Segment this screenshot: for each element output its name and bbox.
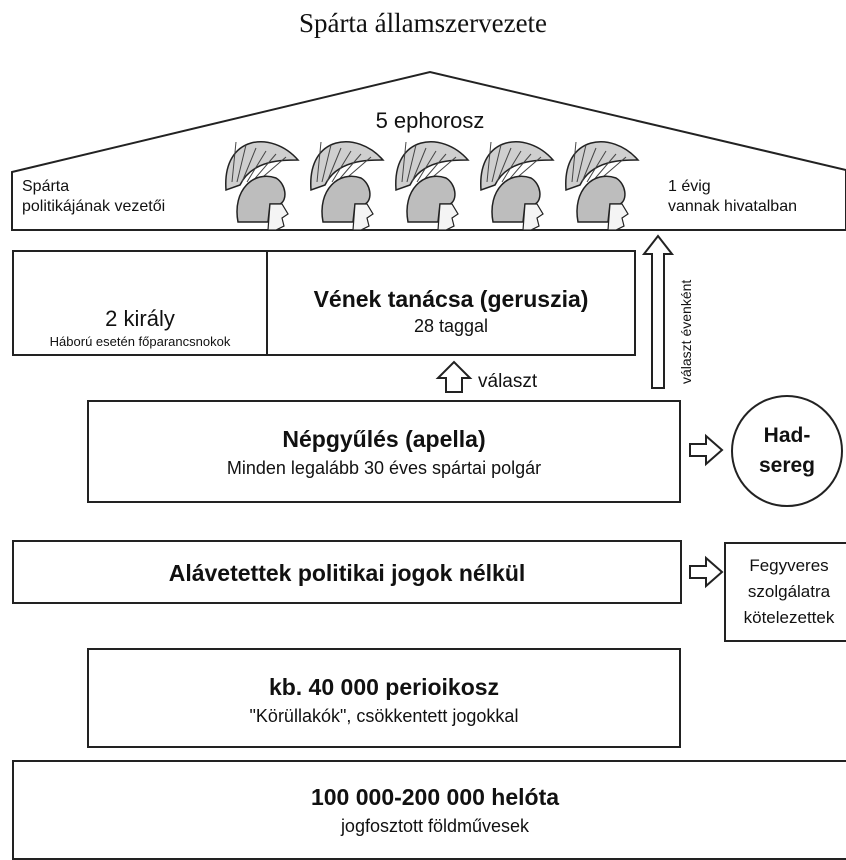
helmet-icon xyxy=(225,141,300,231)
kings-box: 2 király Háború esetén főparancsnokok xyxy=(12,250,268,356)
assembly-box: Népgyűlés (apella) Minden legalább 30 év… xyxy=(87,400,681,503)
perioikoi-sublabel: "Körüllakók", csökkentett jogokkal xyxy=(249,706,519,726)
helmet-icon xyxy=(310,141,385,231)
roof-left-line-1: Spárta xyxy=(22,178,70,195)
military-line-3: kötelezettek xyxy=(743,608,835,627)
helots-box: 100 000-200 000 helóta jogfosztott földm… xyxy=(12,760,846,860)
ephors-label: 5 ephorosz xyxy=(375,108,485,133)
diagram-title: Spárta államszervezete xyxy=(298,8,548,38)
perioikoi-box: kb. 40 000 perioikosz "Körüllakók", csök… xyxy=(87,648,681,748)
perioikoi-label: kb. 40 000 perioikosz xyxy=(268,674,500,700)
elects-arrow xyxy=(435,360,473,393)
kings-label: 2 király xyxy=(105,306,175,331)
military-line-1: Fegyveres xyxy=(749,556,829,575)
subjects-box: Alávetettek politikai jogok nélkül xyxy=(12,540,682,604)
to-military-service-arrow xyxy=(689,555,724,589)
military-line-2: szolgálatra xyxy=(747,582,831,601)
helmet-icon xyxy=(565,141,640,231)
helmet-icon xyxy=(395,141,470,231)
roof-right-line-1: 1 évig xyxy=(668,178,711,195)
helots-sublabel: jogfosztott földművesek xyxy=(340,816,530,836)
roof-left-line-2: politikájának vezetői xyxy=(22,198,166,215)
gerousia-box: Vének tanácsa (geruszia) 28 taggal xyxy=(266,250,636,356)
gerousia-label: Vének tanácsa (geruszia) xyxy=(313,286,589,312)
helmet-icon xyxy=(480,141,555,231)
to-army-arrow xyxy=(689,433,724,467)
army-line-2: sereg xyxy=(758,454,816,477)
assembly-sublabel: Minden legalább 30 éves spártai polgár xyxy=(226,458,542,478)
elects-yearly-label: választ évenként xyxy=(678,279,694,384)
roof-right-line-2: vannak hivatalban xyxy=(668,198,797,215)
military-service-box: Fegyveres szolgálatra kötelezettek xyxy=(724,542,846,642)
subjects-label: Alávetettek politikai jogok nélkül xyxy=(168,560,526,586)
gerousia-sublabel: 28 taggal xyxy=(413,316,489,336)
helots-label: 100 000-200 000 helóta xyxy=(310,784,560,810)
assembly-label: Népgyűlés (apella) xyxy=(282,426,486,452)
kings-sublabel: Háború esetén főparancsnokok xyxy=(49,334,231,349)
elects-label: választ xyxy=(478,371,538,392)
elects-yearly-arrow xyxy=(641,234,675,389)
army-line-1: Had- xyxy=(763,424,811,447)
army-circle xyxy=(731,395,843,507)
